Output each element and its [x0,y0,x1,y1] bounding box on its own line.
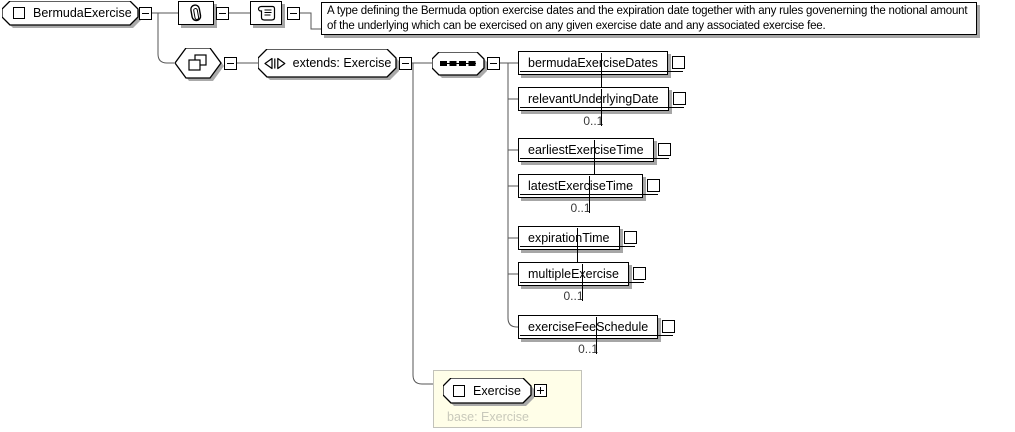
extension-icon [264,57,286,69]
derivation-collapse-toggle[interactable] [224,57,237,70]
sequence-collapse-toggle[interactable] [487,57,500,70]
octagon-shape [443,378,534,406]
expand-toggle[interactable] [672,92,686,105]
documentation-collapse-toggle[interactable] [287,7,300,20]
annotation-collapse-toggle[interactable] [216,7,229,20]
child-row: earliestExerciseTime [518,138,671,179]
expand-toggle[interactable] [623,231,637,244]
extension-label: extends: Exercise [292,56,392,70]
base-exercise-expand-toggle[interactable] [534,384,547,397]
cardinality-label: 0..1 [583,114,604,128]
extension-collapse-toggle[interactable] [399,57,412,70]
element-label: bermudaExerciseDates [528,56,658,70]
element-label: exerciseFeeSchedule [528,320,649,334]
child-row: expirationTime [518,226,637,267]
documentation-node[interactable] [250,1,282,25]
octagon-shape [432,52,487,78]
base-caption: base: Exercise [447,410,529,424]
element-icon [453,384,466,397]
element-icon [13,7,25,19]
documentation-scroll-icon [257,5,276,21]
expand-toggle[interactable] [671,56,685,69]
sequence-node[interactable] [432,52,487,78]
child-row: latestExerciseTime 0..1 [518,174,661,215]
cardinality-label: 0..1 [570,201,591,215]
hexagon-shape [175,48,224,81]
expand-toggle[interactable] [657,143,671,156]
element-label: multipleExercise [528,267,620,281]
octagon-shape [2,1,141,28]
child-row: exerciseFeeSchedule 0..1 [518,315,676,356]
child-row: relevantUnderlyingDate 0..1 [518,87,686,128]
expand-toggle[interactable] [633,267,647,280]
expand-toggle[interactable] [647,179,661,192]
child-row: bermudaExerciseDates [518,51,685,92]
element-label: relevantUnderlyingDate [528,92,659,106]
octagon-shape [258,49,399,80]
root-collapse-toggle[interactable] [139,7,152,20]
expand-toggle[interactable] [662,320,676,333]
derivation-overlapping-squares-icon [188,54,207,71]
base-exercise-node[interactable]: Exercise [443,378,534,406]
annotation-paperclip-icon [190,4,202,22]
documentation-text: A type defining the Bermuda option exerc… [321,2,977,35]
cardinality-label: 0..1 [563,289,584,303]
element-label: earliestExerciseTime [528,143,644,157]
root-element-node[interactable]: BermudaExercise [2,1,141,28]
derivation-node[interactable] [175,48,224,81]
annotation-node[interactable] [178,1,214,25]
base-exercise-label: Exercise [473,383,521,398]
child-row: multipleExercise 0..1 [518,262,647,303]
sequence-icon [440,61,476,66]
element-label: expirationTime [528,231,610,245]
root-element-label: BermudaExercise [33,6,132,20]
cardinality-label: 0..1 [578,342,599,356]
element-label: latestExerciseTime [528,179,634,193]
extension-node[interactable]: extends: Exercise [258,49,399,80]
